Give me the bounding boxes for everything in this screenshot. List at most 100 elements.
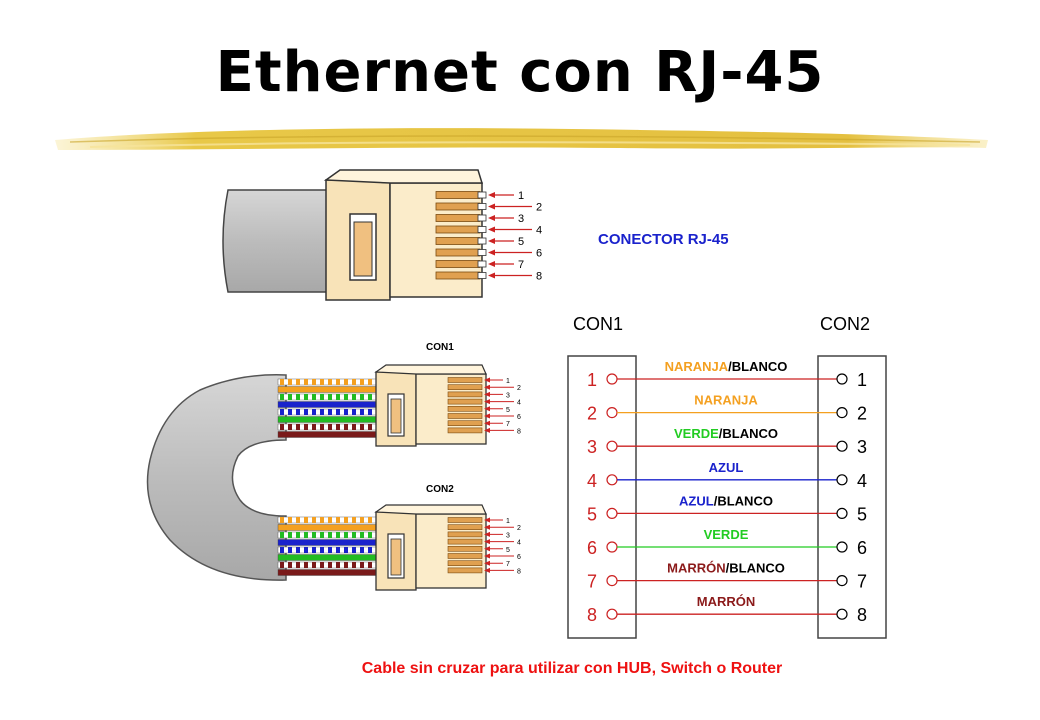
connector-contact-tip xyxy=(477,226,487,233)
cable-wire xyxy=(277,569,379,576)
connector-contact-tip xyxy=(477,214,487,222)
wire-stripe xyxy=(280,424,284,430)
cable-label-con2: CON2 xyxy=(426,484,454,495)
connector-contact-tip xyxy=(477,272,487,279)
wire-stripe xyxy=(352,394,356,400)
con2-pin-number: 4 xyxy=(857,471,867,491)
table-header-con2: CON2 xyxy=(820,314,870,334)
plug-pin-number: 3 xyxy=(506,392,510,399)
wire-stripe xyxy=(352,562,356,568)
wire-stripe xyxy=(336,532,340,538)
connector-pin-number: 8 xyxy=(536,271,542,283)
con2-pin-number: 7 xyxy=(857,572,867,592)
wire-stripe xyxy=(360,424,364,430)
con2-pin-terminal xyxy=(836,608,848,620)
wire-color-label: MARRÓN/BLANCO xyxy=(667,561,785,576)
con2-pin-number: 3 xyxy=(857,437,867,457)
wire-stripe xyxy=(304,532,308,538)
cable-wire xyxy=(277,554,379,561)
wire-stripe xyxy=(368,409,372,415)
wire-stripe xyxy=(288,394,292,400)
plug-arrow-head xyxy=(484,560,490,566)
wire-color-label: VERDE xyxy=(704,527,749,542)
wire-stripe xyxy=(320,394,324,400)
wire-stripe xyxy=(312,424,316,430)
con1-pin-number: 3 xyxy=(587,437,597,457)
pin-arrow-head xyxy=(488,226,495,233)
plug-arrow-head xyxy=(484,546,490,552)
wire-stripe xyxy=(280,547,284,553)
wire-stripe xyxy=(296,517,300,523)
cable-wire xyxy=(277,416,379,423)
wire-stripe xyxy=(304,562,308,568)
connector-pin-number: 1 xyxy=(518,190,524,202)
plug-arrow-head xyxy=(484,413,490,419)
plug-pin-number: 2 xyxy=(517,525,521,532)
con1-pin-number: 4 xyxy=(587,471,597,491)
table-header-con1: CON1 xyxy=(573,314,623,334)
wire-stripe xyxy=(312,532,316,538)
wire-stripe xyxy=(288,379,292,385)
connector-contacts xyxy=(435,191,487,280)
plug-contact xyxy=(447,377,483,383)
con2-pin-terminal xyxy=(836,541,848,553)
wire-stripe xyxy=(336,562,340,568)
connector-contact-tip xyxy=(477,203,487,210)
plug-contact xyxy=(447,405,483,412)
pin-arrow-head xyxy=(488,203,495,210)
cable-wires-con2 xyxy=(277,516,379,576)
plug-pin-number: 2 xyxy=(517,385,521,392)
connector-contact xyxy=(435,248,481,257)
plug-pin-number: 5 xyxy=(506,407,510,414)
wire-stripe xyxy=(296,547,300,553)
con2-pin-terminal xyxy=(836,407,848,419)
wire-color-label: NARANJA xyxy=(694,393,758,408)
cable-wire xyxy=(277,524,379,531)
con2-pin-number: 5 xyxy=(857,504,867,524)
con2-pin-number: 6 xyxy=(857,538,867,558)
wire-stripe xyxy=(344,562,348,568)
pin-arrow-head xyxy=(488,215,495,221)
con2-pin-terminal xyxy=(836,440,848,452)
wire-stripe xyxy=(280,394,284,400)
title-underline xyxy=(55,128,988,150)
plug-arrow-head xyxy=(484,553,490,559)
cable-wires-con1 xyxy=(277,378,379,438)
plug-pin-number: 7 xyxy=(506,421,510,428)
wire-stripe xyxy=(304,394,308,400)
wire-stripe xyxy=(352,379,356,385)
wire-stripe xyxy=(288,562,292,568)
wire-stripe xyxy=(328,547,332,553)
connector-pin-number: 3 xyxy=(518,213,524,225)
plug-arrow-head xyxy=(484,420,490,426)
connector-contact xyxy=(435,225,481,234)
pin-arrow-head xyxy=(488,261,495,267)
plug-pin-number: 8 xyxy=(517,568,521,575)
con1-pin-terminal xyxy=(606,541,618,553)
wire-stripe xyxy=(320,517,324,523)
wire-stripe xyxy=(352,517,356,523)
plug-pin-number: 6 xyxy=(517,414,521,421)
con2-contacts xyxy=(447,517,483,574)
wire-stripe xyxy=(288,424,292,430)
wire-stripe xyxy=(360,379,364,385)
con2-pin-terminal xyxy=(836,373,848,385)
plug-arrow-head xyxy=(484,531,490,537)
plug-contact xyxy=(447,398,483,405)
connector-contact-tip xyxy=(477,249,487,256)
wire-stripe xyxy=(360,532,364,538)
plug-arrow-head xyxy=(484,391,490,397)
wire-stripe xyxy=(368,547,372,553)
wire-stripe xyxy=(304,424,308,430)
wire-stripe xyxy=(336,517,340,523)
con2-pin-number: 2 xyxy=(857,404,867,424)
plug-arrow-head xyxy=(484,399,490,405)
con2-pin-block xyxy=(817,355,887,639)
connector-label: CONECTOR RJ-45 xyxy=(598,231,729,248)
wire-stripe xyxy=(368,517,372,523)
wire-stripe xyxy=(360,394,364,400)
